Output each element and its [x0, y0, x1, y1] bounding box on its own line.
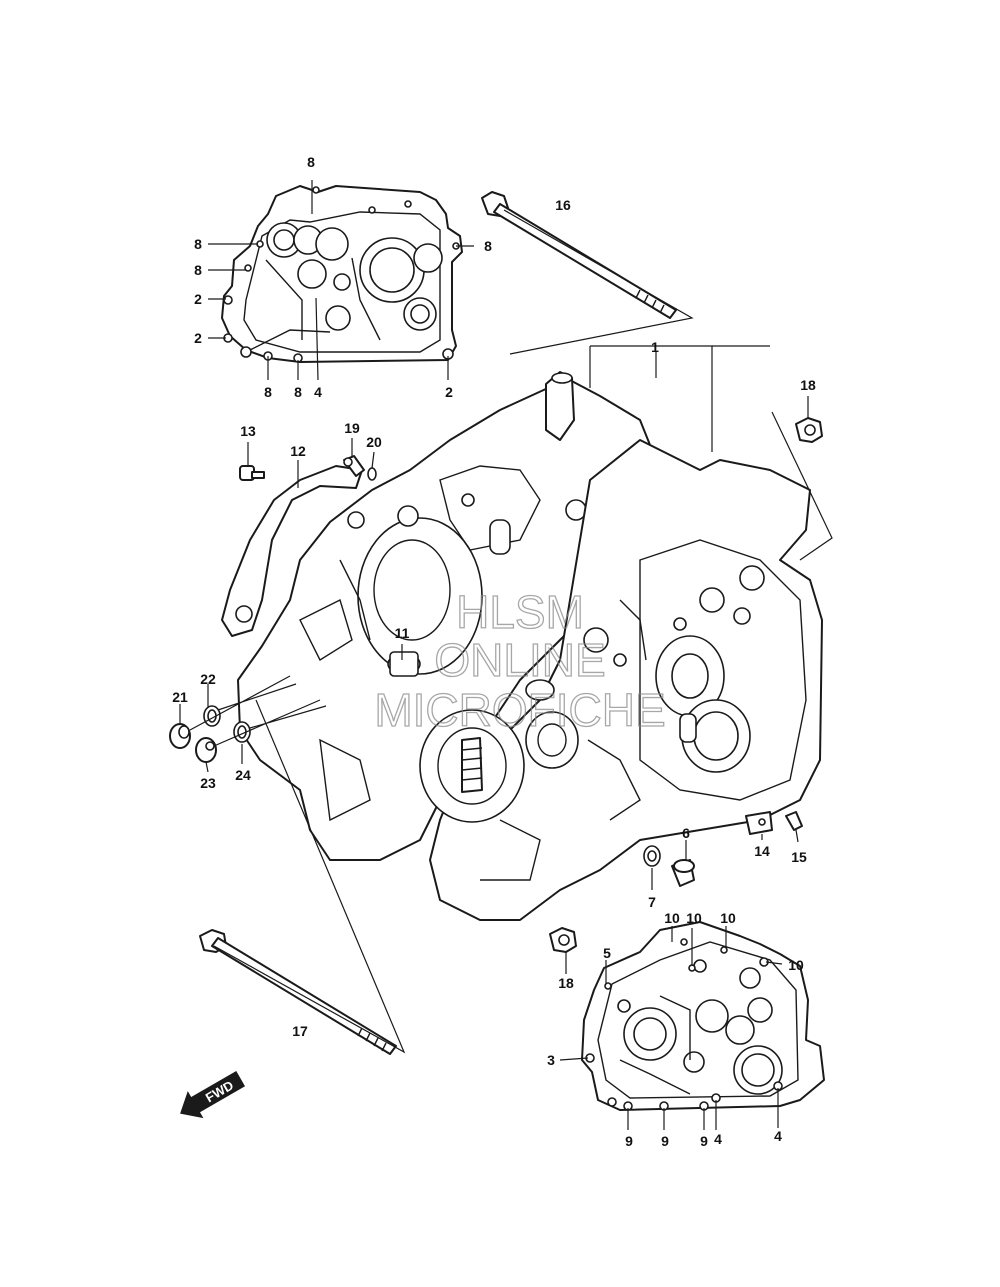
callout-19: 19	[344, 420, 360, 436]
callout-17: 17	[292, 1023, 308, 1039]
watermark-line-3: MICROFICHE	[374, 684, 665, 736]
callout-10-c: 10	[720, 910, 736, 926]
callout-18-a: 18	[800, 377, 816, 393]
watermark-line-2: ONLINE	[434, 634, 605, 686]
callout-4-b: 4	[714, 1131, 722, 1147]
callout-2-c: 2	[445, 384, 453, 400]
callout-18-b: 18	[558, 975, 574, 991]
nut-18-lower	[549, 927, 577, 953]
callout-16: 16	[555, 197, 571, 213]
callout-8-d: 8	[484, 238, 492, 254]
plug-23	[195, 737, 217, 763]
crankcase-half-lower-view	[581, 921, 825, 1111]
callout-12: 12	[290, 443, 306, 459]
callout-9-c: 9	[700, 1133, 708, 1149]
drain-bolt-6	[671, 859, 695, 887]
callout-9-a: 9	[625, 1133, 633, 1149]
callout-10-d: 10	[788, 957, 804, 973]
callout-13: 13	[240, 423, 256, 439]
crankcase-assembly	[221, 371, 823, 921]
callout-8-f: 8	[294, 384, 302, 400]
callout-14: 14	[754, 843, 770, 859]
plug-leader-lines	[189, 675, 327, 747]
callout-6: 6	[682, 825, 690, 841]
callout-4-c: 4	[774, 1128, 782, 1144]
callout-8-b: 8	[194, 236, 202, 252]
watermark: HLSM ONLINE MICROFICHE	[374, 585, 667, 736]
callout-7: 7	[648, 894, 656, 910]
plate-14	[745, 811, 773, 835]
watermark-line-1: HLSM	[456, 586, 584, 638]
callout-10-b: 10	[686, 910, 702, 926]
plug-21	[169, 723, 191, 749]
forward-arrow: FWD	[180, 1071, 246, 1119]
callout-1: 1	[651, 339, 659, 355]
callout-15: 15	[791, 849, 807, 865]
callout-11: 11	[395, 625, 410, 641]
bolt-15	[785, 811, 803, 831]
callout-23: 23	[200, 775, 216, 791]
crankcase-half-upper-view	[221, 185, 463, 363]
gasket-7	[643, 845, 661, 867]
callout-4-a: 4	[314, 384, 322, 400]
callout-8-e: 8	[264, 384, 272, 400]
callout-24: 24	[235, 767, 251, 783]
bolt-13	[239, 465, 265, 481]
callout-8-a: 8	[307, 154, 315, 170]
callout-9-b: 9	[661, 1133, 669, 1149]
callout-21: 21	[172, 689, 188, 705]
forward-arrow-icon	[180, 1071, 246, 1119]
callout-labels: 1 2 2 2 3 4 4 4 5 6 7 8 8 8 8 8 8 9 9 9 …	[172, 154, 816, 1149]
callout-22: 22	[200, 671, 216, 687]
callout-5: 5	[603, 945, 611, 961]
assembly-leader-lines	[213, 209, 833, 1054]
callout-2-a: 2	[194, 291, 202, 307]
o-ring-20	[367, 467, 377, 481]
o-ring-22	[203, 705, 221, 727]
fitting-19	[343, 455, 365, 477]
nut-18-upper	[795, 417, 823, 443]
callout-2-b: 2	[194, 330, 202, 346]
bolt-16	[481, 191, 677, 319]
callout-10-a: 10	[664, 910, 680, 926]
callout-8-c: 8	[194, 262, 202, 278]
callout-3: 3	[547, 1052, 555, 1068]
callout-20: 20	[366, 434, 382, 450]
callout-leaders	[179, 180, 809, 1130]
